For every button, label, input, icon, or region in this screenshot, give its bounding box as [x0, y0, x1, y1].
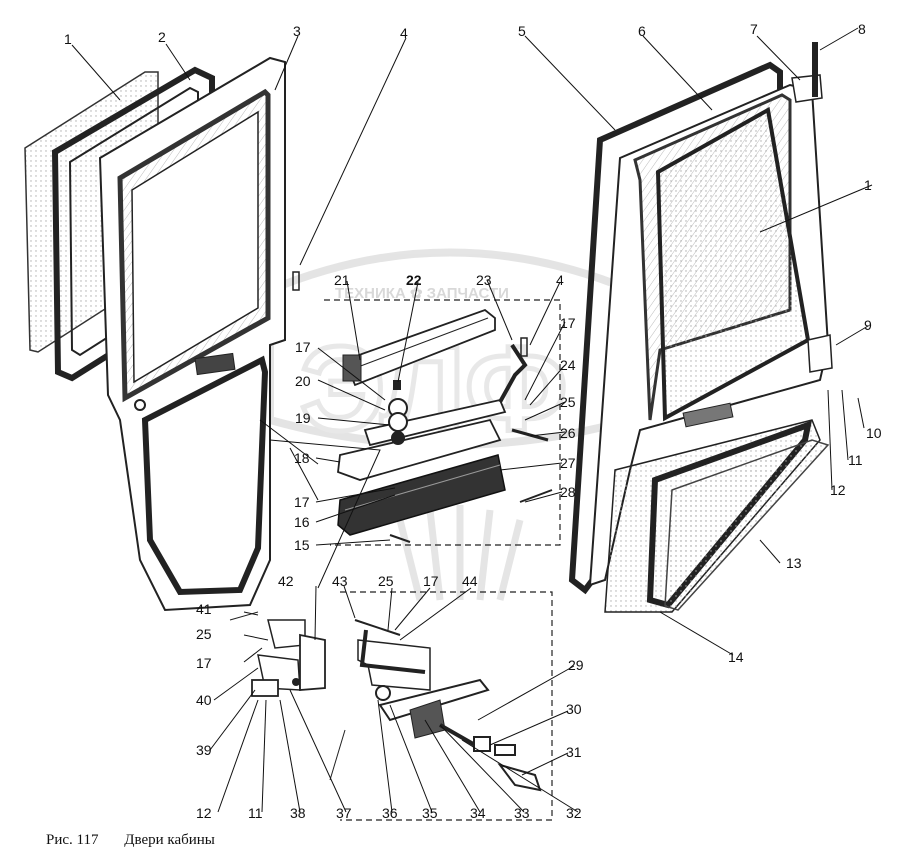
callout-23: 23: [476, 272, 492, 288]
callout-12b: 12: [196, 805, 212, 821]
callout-27: 27: [560, 455, 576, 471]
callout-17b: 17: [295, 339, 311, 355]
callout-17e: 17: [196, 655, 212, 671]
callout-20: 20: [295, 373, 311, 389]
callout-43: 43: [332, 573, 348, 589]
callout-36: 36: [382, 805, 398, 821]
watermark-text: ТЕХНИКА ✿ ЗАПЧАСТИ: [335, 285, 509, 302]
callout-25b: 25: [378, 573, 394, 589]
callout-25a: 25: [560, 394, 576, 410]
callout-24: 24: [560, 357, 576, 373]
lock-mechanism-upper: [292, 271, 561, 546]
callout-9: 9: [864, 317, 872, 333]
callout-16: 16: [294, 514, 310, 530]
callout-8: 8: [858, 21, 866, 37]
callout-15: 15: [294, 537, 310, 553]
callout-19: 19: [295, 410, 311, 426]
figure-number: Рис. 117: [46, 832, 99, 848]
callout-3: 3: [293, 23, 301, 39]
callout-17a: 17: [560, 315, 576, 331]
callout-39: 39: [196, 742, 212, 758]
right-door-frame: [588, 42, 833, 587]
callout-2: 2: [158, 29, 166, 45]
leader-lines: [71, 27, 873, 813]
callout-22: 22: [406, 272, 422, 288]
callout-40: 40: [196, 692, 212, 708]
callout-5: 5: [518, 23, 526, 39]
callout-7: 7: [750, 21, 758, 37]
callout-41: 41: [196, 601, 212, 617]
figure-caption: Рис. 117 Двери кабины: [46, 832, 237, 849]
callout-14: 14: [728, 649, 744, 665]
lock-mechanism-lower: [329, 591, 553, 821]
callout-17c: 17: [294, 494, 310, 510]
callout-11: 11: [848, 452, 863, 468]
callout-26: 26: [560, 425, 576, 441]
callout-12: 12: [830, 482, 846, 498]
callout-35: 35: [422, 805, 438, 821]
callout-13: 13: [786, 555, 802, 571]
callout-38: 38: [290, 805, 306, 821]
left-door-frame: [98, 56, 286, 612]
callout-42: 42: [278, 573, 294, 589]
callout-11b: 11: [248, 805, 263, 821]
callout-1b: 1: [864, 177, 872, 193]
callout-1: 1: [64, 31, 72, 47]
callout-25c: 25: [196, 626, 212, 642]
callout-31: 31: [566, 744, 582, 760]
callout-18: 18: [294, 450, 310, 466]
callout-29: 29: [568, 657, 584, 673]
callout-44: 44: [462, 573, 478, 589]
callout-33: 33: [514, 805, 530, 821]
callout-30: 30: [566, 701, 582, 717]
latch-assembly: [229, 611, 326, 697]
callout-37: 37: [336, 805, 352, 821]
callout-28: 28: [560, 484, 576, 500]
callout-4: 4: [400, 25, 408, 41]
callout-32: 32: [566, 805, 582, 821]
callout-17d: 17: [423, 573, 439, 589]
callout-34: 34: [470, 805, 486, 821]
callout-4b: 4: [556, 272, 564, 288]
right-lower-window: [604, 419, 830, 613]
callout-6: 6: [638, 23, 646, 39]
callout-21: 21: [334, 272, 350, 288]
callout-10: 10: [866, 425, 882, 441]
callout-labels: 1 2 3 4 5 6 7 8 1 9 10 11 12 13 14 21 22…: [64, 21, 882, 821]
figure-title: Двери кабины: [124, 832, 215, 848]
